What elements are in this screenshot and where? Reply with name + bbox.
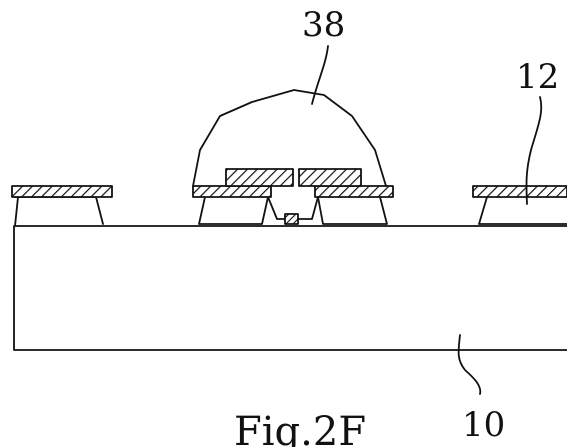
label-12: 12 [516,57,559,97]
center-upper-left-die [225,168,294,187]
center-small-chip [284,213,299,225]
leader-line-38 [311,45,329,105]
center-lower-right-pad [314,185,394,198]
leader-line-12 [525,96,543,205]
substrate [13,225,567,351]
encapsulant-dome [192,89,387,187]
right-pad-assembly [472,185,567,225]
left-pad-assembly [11,185,113,227]
figure-caption: Fig.2F [234,409,366,447]
right-pad-hatched-layer [472,185,567,198]
center-upper-right-die [298,168,362,187]
center-lower-left-pad [192,185,272,198]
center-die-assembly [192,168,394,225]
left-pad-hatched-layer [11,185,113,198]
label-10: 10 [462,405,505,445]
leader-line-10 [457,334,482,395]
label-38: 38 [302,5,345,45]
